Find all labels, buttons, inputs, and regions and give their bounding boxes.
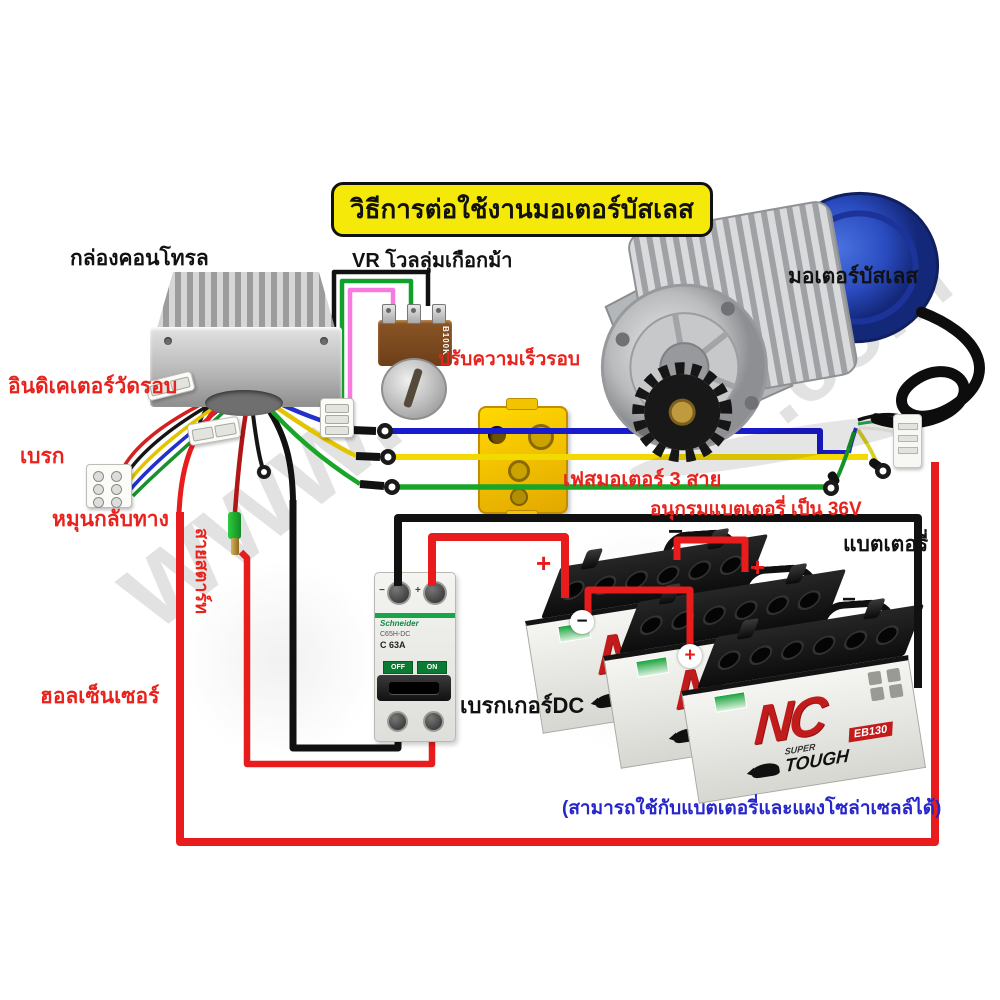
block-screw xyxy=(508,460,530,482)
vr-label: VR โวลลุ่มเกือกม้า xyxy=(352,250,513,272)
battery-series-label: อนุกรมแบตเตอรี่ เป็น 36V xyxy=(650,499,862,520)
controller-screw xyxy=(320,337,328,345)
diagram-title: วิธีการต่อใช้งานมอเตอร์บัสเลส xyxy=(331,182,713,237)
breaker-off-window: OFF xyxy=(383,661,413,674)
wire-black-main xyxy=(394,514,922,688)
start-wire-plug-tip xyxy=(231,538,239,555)
wire-phase3-lead xyxy=(262,400,362,486)
controller-screw xyxy=(164,337,172,345)
wire-vr-pink xyxy=(347,287,396,436)
wire-red-breaker-to-battery xyxy=(428,533,569,598)
jumper-battery1-2 xyxy=(584,586,694,650)
wire-harness-yellow xyxy=(125,400,223,486)
breaker-stripe xyxy=(375,613,455,618)
minus-mark: − xyxy=(842,586,857,613)
breaker-rating: C 63A xyxy=(380,640,406,650)
plus-mark: + xyxy=(536,548,552,578)
phase-ring-terminals xyxy=(377,423,400,495)
vr-marking: B100K xyxy=(441,326,450,356)
wire-red-main-loop xyxy=(176,462,939,846)
breaker-model: C65H-DC xyxy=(380,631,411,638)
phase-line-blue xyxy=(392,428,846,456)
brake-label: เบรก xyxy=(20,445,65,468)
breaker-terminal-bottom-left xyxy=(387,711,408,732)
controller-grommet xyxy=(205,390,283,416)
breaker-plus-sign: + xyxy=(415,585,421,596)
wire-black-breaker-loop xyxy=(289,500,402,752)
vr-terminal xyxy=(432,304,446,324)
vr-terminal xyxy=(407,304,421,324)
brushless-motor xyxy=(600,191,985,477)
plus-circle-mark: + xyxy=(678,644,702,668)
breaker-toggle[interactable] xyxy=(377,675,451,701)
speed-adjust-label: ปรับความเร็วรอบ xyxy=(438,349,580,370)
breaker-minus-sign: − xyxy=(379,585,385,596)
hall-sensor-label: ฮอลเซ็นเซอร์ xyxy=(40,685,160,708)
minus-mark: − xyxy=(668,516,684,546)
battery-label: แบตเตอรี่ xyxy=(843,533,929,556)
vr-connector xyxy=(320,398,354,438)
sleeve1 xyxy=(351,426,377,435)
sprocket-teeth xyxy=(632,362,733,463)
indicator-label: อินดิเคเตอร์วัดรอบ xyxy=(8,375,178,398)
vr-potentiometer: B100K xyxy=(378,304,452,366)
sleeve2 xyxy=(355,452,381,461)
wire-vr-green xyxy=(339,278,414,431)
jumper-battery2-3 xyxy=(673,536,749,572)
dc-circuit-breaker: − + Schneider C65H-DC C 63A OFF ON xyxy=(374,572,456,742)
motor-cable-coil xyxy=(870,306,985,429)
dc-breaker-label: เบรกเกอร์DC xyxy=(460,693,585,718)
vr-shaft xyxy=(381,358,447,420)
note-label: (สามารถใช้กับแบตเตอรี่และแผงโซล่าเซลล์ได… xyxy=(562,798,942,819)
vr-terminal xyxy=(382,304,396,324)
controller-heatsink-fins xyxy=(157,272,335,328)
ring-hole xyxy=(261,469,267,475)
motor-label: มอเตอร์บัสเลส xyxy=(788,265,919,288)
motor-connector xyxy=(893,414,922,468)
motor-shadow xyxy=(629,415,926,477)
sprocket-nut xyxy=(668,398,696,426)
phase-label: เฟสมอเตอร์ 3 สาย xyxy=(563,469,722,491)
block-tab xyxy=(506,398,538,410)
sleeve3 xyxy=(359,480,385,490)
watermark-circle xyxy=(180,560,380,760)
breaker-on-window: ON xyxy=(417,661,447,674)
controller-label: กล่องคอนโทรล xyxy=(70,247,209,270)
plus-mark: + xyxy=(750,552,766,582)
start-wire-plug xyxy=(228,512,241,539)
reverse-connector xyxy=(86,464,132,508)
motor-wire-green xyxy=(835,431,856,479)
breaker-brand: Schneider xyxy=(380,619,419,628)
start-wire-label: สายสตาร์ท xyxy=(192,528,212,614)
breaker-terminal-bottom-right xyxy=(423,711,444,732)
reverse-label: หมุนกลับทาง xyxy=(52,508,169,531)
motor-ring-terminals xyxy=(823,458,891,496)
minus-circle-mark: − xyxy=(570,610,594,634)
wire-red-breaker-loop xyxy=(238,549,436,768)
